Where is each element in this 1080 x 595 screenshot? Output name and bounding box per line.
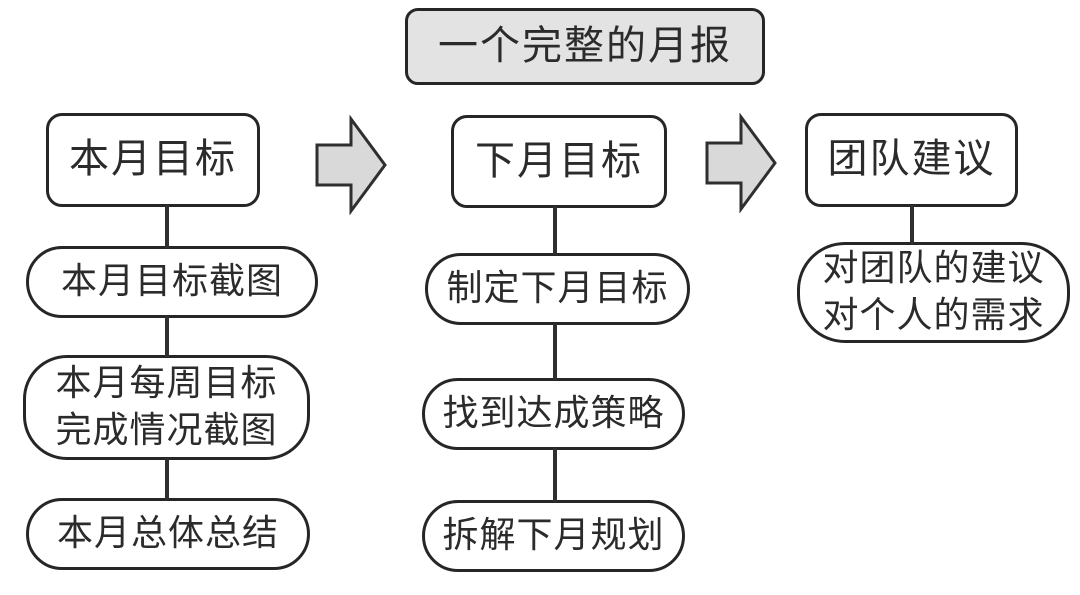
right-block-arrow-icon bbox=[315, 115, 387, 215]
node-next-month-goals: 下月目标 bbox=[451, 115, 667, 208]
node-this-month-goals: 本月目标 bbox=[46, 113, 260, 207]
right-block-arrow-icon bbox=[705, 113, 777, 213]
connector-col2-3 bbox=[553, 448, 557, 502]
connector-col3-1 bbox=[910, 205, 914, 244]
node-find-achievement-strategy: 找到达成策略 bbox=[422, 378, 685, 450]
connector-col1-1 bbox=[165, 205, 169, 248]
connector-col2-2 bbox=[553, 323, 557, 380]
connector-col2-1 bbox=[553, 206, 557, 255]
root-node-monthly-report: 一个完整的月报 bbox=[405, 8, 765, 85]
node-team-suggestions: 团队建议 bbox=[805, 113, 1018, 207]
connector-col1-2 bbox=[165, 316, 169, 357]
node-break-down-next-month-plan: 拆解下月规划 bbox=[422, 500, 685, 572]
node-team-suggestions-personal-needs: 对团队的建议 对个人的需求 bbox=[797, 242, 1070, 343]
node-this-month-goal-screenshot: 本月目标截图 bbox=[26, 246, 318, 318]
node-this-month-overall-summary: 本月总体总结 bbox=[26, 498, 310, 570]
node-set-next-month-goals: 制定下月目标 bbox=[425, 253, 690, 325]
connector-col1-3 bbox=[165, 458, 169, 500]
node-weekly-goal-completion-screenshot: 本月每周目标 完成情况截图 bbox=[23, 355, 310, 460]
